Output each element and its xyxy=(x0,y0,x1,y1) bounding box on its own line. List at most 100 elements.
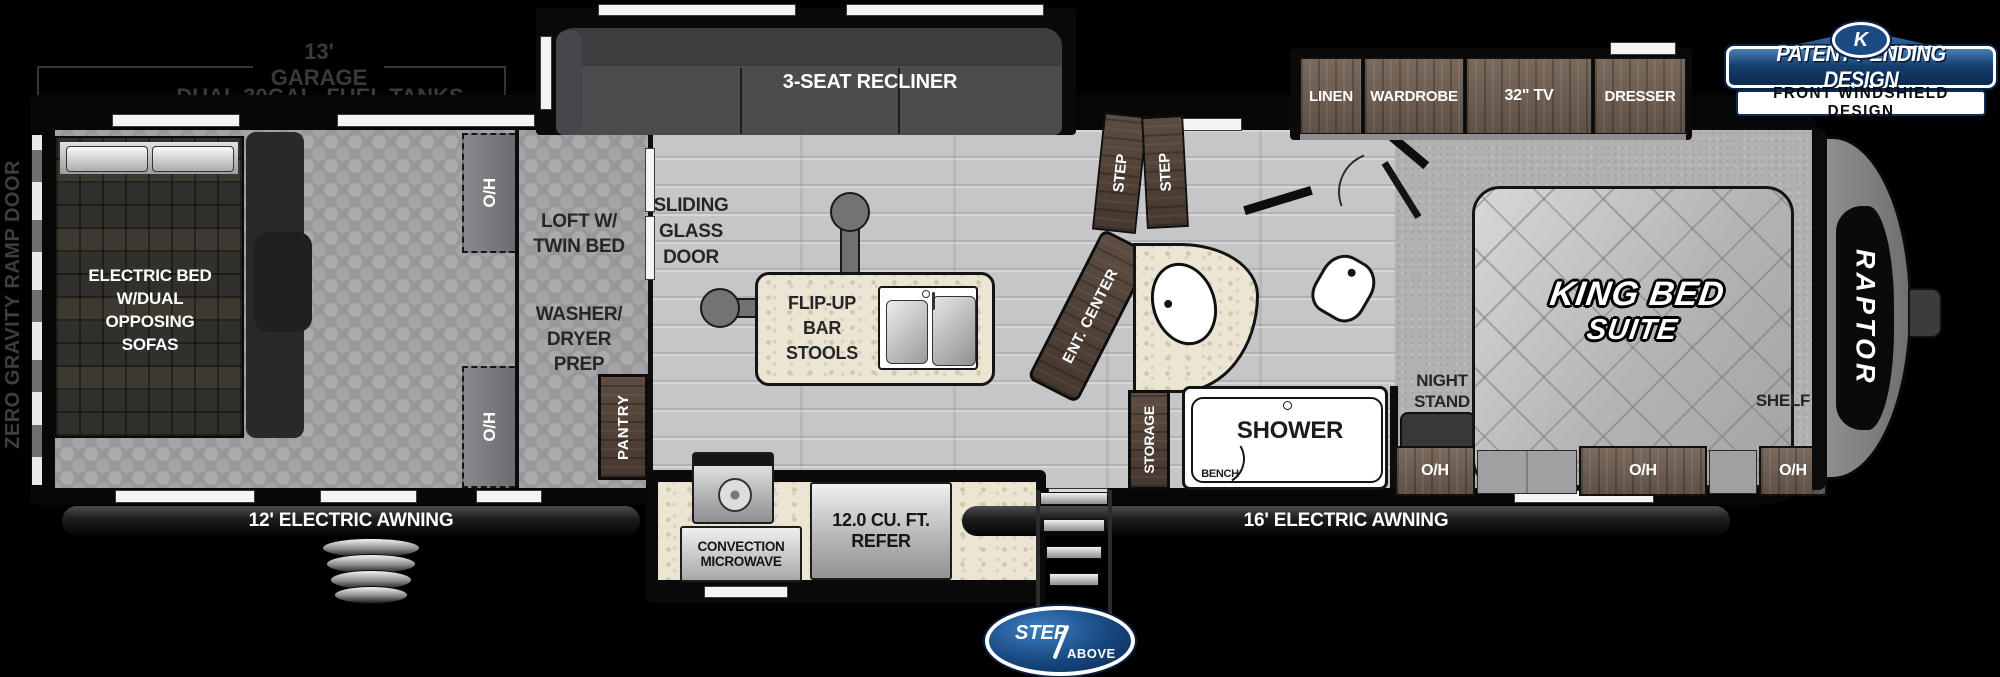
island-label-line: FLIP-UP xyxy=(788,292,856,313)
seat-seam xyxy=(1526,451,1528,493)
awning-right-label: 16' ELECTRIC AWNING xyxy=(1243,510,1449,531)
slideout-sill xyxy=(1300,134,1686,140)
entry-step xyxy=(1049,573,1099,586)
entry-step xyxy=(1040,492,1108,505)
bar-stool xyxy=(700,288,740,328)
bottom-window xyxy=(320,490,417,503)
dimension-tick-left xyxy=(37,66,39,114)
window-seat xyxy=(1477,450,1577,494)
windshield-band xyxy=(1812,128,1826,490)
overhead-cabinet-bedroom: O/H xyxy=(1579,446,1707,496)
sink-basin xyxy=(932,296,976,366)
convection-microwave: CONVECTION MICROWAVE xyxy=(680,526,802,582)
window-seat xyxy=(1709,450,1757,494)
recliner-sofa-back xyxy=(556,28,1062,70)
bed-pillow xyxy=(152,146,234,172)
ramp-door-hinge xyxy=(32,360,42,392)
king-bed-label: KING BED SUITE xyxy=(1484,266,1787,356)
island-label: FLIP-UP BAR STOOLS xyxy=(761,286,883,370)
island-label-line: BAR xyxy=(802,317,842,338)
pantry-cabinet: PANTRY xyxy=(598,374,648,480)
sliding-door-label-line: SLIDING xyxy=(653,195,729,216)
microwave-label-line: CONVECTION xyxy=(697,539,785,554)
shower-label: SHOWER xyxy=(1236,417,1344,444)
island-label-line: STOOLS xyxy=(786,342,858,363)
entry-step xyxy=(1043,519,1105,532)
electric-bed xyxy=(54,136,244,438)
garage-dimension-label: 13' GARAGE xyxy=(270,39,368,90)
sink-basin xyxy=(886,300,928,364)
wardrobe-label: WARDROBE xyxy=(1370,87,1458,105)
entry-steps-rail xyxy=(1036,490,1040,616)
ramp-door-hinge xyxy=(32,150,42,182)
garage-loft-wall xyxy=(515,130,519,488)
slideout-window xyxy=(540,36,552,110)
faucet-icon xyxy=(922,290,930,298)
overhead-label: O/H xyxy=(479,412,499,442)
loft-label-line: TWIN BED xyxy=(533,236,625,257)
night-stand-label: NIGHT STAND xyxy=(1400,368,1484,414)
ramp-door-hinge xyxy=(32,290,42,322)
step-above-label-bottom: ABOVE xyxy=(1067,646,1116,661)
king-bed xyxy=(1472,186,1794,488)
step-label: STEP xyxy=(1155,152,1175,192)
loft-area-floor xyxy=(519,130,648,488)
night-stand xyxy=(1400,412,1476,448)
faucet-icon xyxy=(932,292,935,310)
electric-bed-label: ELECTRIC BED W/DUAL OPPOSING SOFAS xyxy=(70,260,230,360)
slideout-window xyxy=(846,4,1044,16)
dimension-line-right xyxy=(384,66,506,68)
bar-stool xyxy=(830,192,870,232)
loft-label: LOFT W/ TWIN BED xyxy=(517,208,641,260)
tv-label: 32" TV xyxy=(1504,87,1554,104)
refer-label-line: REFER xyxy=(851,531,911,551)
washer-dryer-label-line: WASHER/ xyxy=(535,303,623,325)
washer-dryer-label-line: DRYER xyxy=(546,328,612,350)
recliner-armrest xyxy=(556,30,582,135)
top-window xyxy=(337,114,535,127)
king-bed-label-line: KING BED xyxy=(1547,275,1728,313)
interior-step-2: STEP xyxy=(1141,114,1189,230)
step-above-label-top: STEP xyxy=(1015,622,1068,644)
sliding-door-pane xyxy=(645,148,655,212)
sliding-glass-door-label: SLIDING GLASS DOOR xyxy=(650,192,732,272)
bottom-window xyxy=(115,490,255,503)
ramp-door-hinge xyxy=(32,425,42,457)
overhead-label: O/H xyxy=(1421,462,1449,479)
refer-label-line: 12.0 CU. FT. xyxy=(832,510,930,530)
top-window xyxy=(112,114,240,127)
recliner-seat-divider xyxy=(898,68,900,134)
bench-label: BENCH xyxy=(1201,468,1239,480)
electric-bed-label-line: W/DUAL xyxy=(116,289,184,308)
step-label: STEP xyxy=(1109,153,1131,193)
patent-badge-plate: FRONT WINDSHIELD DESIGN xyxy=(1736,85,1986,120)
linen-cabinet: LINEN xyxy=(1300,58,1362,134)
dimension-line-left xyxy=(37,66,253,68)
toilet-flush-icon xyxy=(1346,267,1358,279)
electric-bed-label-line: OPPOSING xyxy=(105,312,195,331)
island-sink xyxy=(878,286,978,370)
washer-dryer-label: WASHER/ DRYER PREP xyxy=(517,301,641,377)
electric-bed-label-line: SOFAS xyxy=(121,335,179,354)
bath-bedroom-wall xyxy=(1390,386,1398,488)
garage-sofa xyxy=(246,132,312,438)
shelf-label: SHELF xyxy=(1755,391,1811,410)
overhead-cabinet-bedroom: O/H xyxy=(1395,446,1475,496)
dresser-label: DRESSER xyxy=(1604,87,1676,105)
bed-pillow xyxy=(66,146,148,172)
patent-badge-line2: FRONT WINDSHIELD DESIGN xyxy=(1773,85,1949,120)
storage-label: STORAGE xyxy=(1141,406,1157,474)
bottom-window xyxy=(476,490,542,503)
range-stove xyxy=(692,452,774,524)
overhead-cabinet-garage-top: O/H xyxy=(462,133,515,253)
stove-control-panel xyxy=(694,454,772,466)
night-stand-label-line: NIGHT xyxy=(1416,371,1468,390)
sink-drain-icon xyxy=(1163,298,1174,309)
dresser-cabinet: DRESSER xyxy=(1594,58,1686,134)
ramp-door-label: ZERO GRAVITY RAMP DOOR xyxy=(1,159,24,449)
shower-pan xyxy=(1191,397,1383,483)
overhead-label: O/H xyxy=(1779,462,1807,479)
linen-label: LINEN xyxy=(1308,87,1353,105)
slideout-window xyxy=(704,586,788,598)
